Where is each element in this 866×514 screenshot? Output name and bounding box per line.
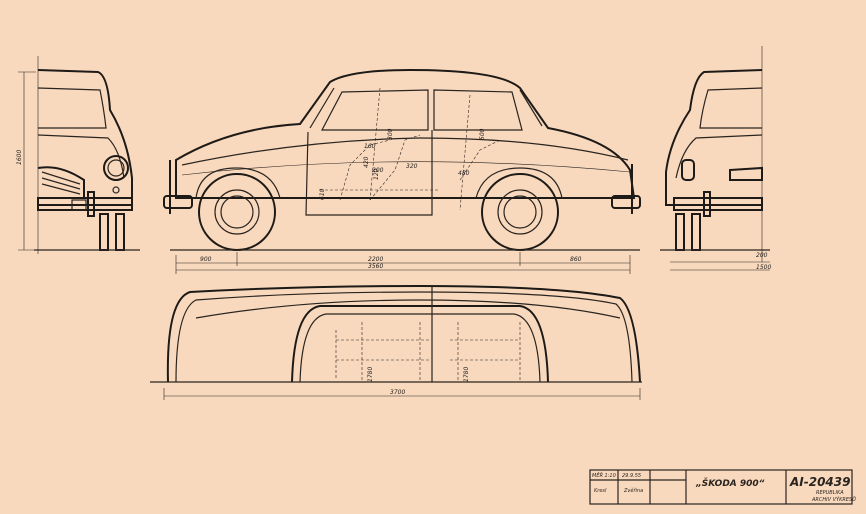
side-view: 160 320 200 480 500 610 300 420 120 900 … <box>163 68 641 274</box>
dim-seat-depth-a: 200 <box>372 167 384 174</box>
drawing-number: AI-20439 <box>789 475 850 489</box>
dim-rear-overhang: 860 <box>570 256 582 263</box>
dim-overall-width: 3700 <box>390 389 405 396</box>
dim-overall-length: 3560 <box>368 263 383 270</box>
dim-knee-room: 320 <box>406 163 418 170</box>
dim-front-overhang: 900 <box>200 256 212 263</box>
signature: Zvěřina <box>623 487 643 494</box>
date-label: 29.9.55 <box>622 473 641 479</box>
dim-seat-depth-b: 120 <box>373 168 380 180</box>
dim-rear-knee: 480 <box>458 170 470 177</box>
dim-cushion-height: 610 <box>319 188 326 200</box>
stamp-line-2: ARCHIV VÝKRESŮ <box>811 496 856 503</box>
drawn-by-label: Kresl <box>594 488 607 494</box>
dim-ground-clearance: 200 <box>756 252 768 259</box>
dim-overall-height: 1600 <box>16 150 23 165</box>
dim-track-right: 1780 <box>463 367 470 382</box>
dim-track-left: 1780 <box>367 367 374 382</box>
drawing-title: „ŠKODA 900“ <box>695 478 765 489</box>
title-block: MĚŘ 1:10 29.9.55 Kresl Zvěřina „ŠKODA 90… <box>589 469 856 505</box>
dim-rear-height-total: 1500 <box>756 264 771 271</box>
stamp-line-1: REPUBLIKA <box>816 490 844 496</box>
front-view: 1600 <box>16 56 140 254</box>
dim-seat-back: 420 <box>363 156 370 168</box>
dim-seat-rise: 300 <box>387 128 394 140</box>
dim-door-height: 500 <box>479 128 486 140</box>
scale-label: MĚŘ 1:10 <box>592 471 616 479</box>
plan-view: 1780 1780 3700 <box>150 284 642 400</box>
dim-wheelbase: 2200 <box>368 256 383 263</box>
rear-view: 200 1500 <box>660 46 771 271</box>
dim-cabin-angle: 160 <box>364 143 376 150</box>
